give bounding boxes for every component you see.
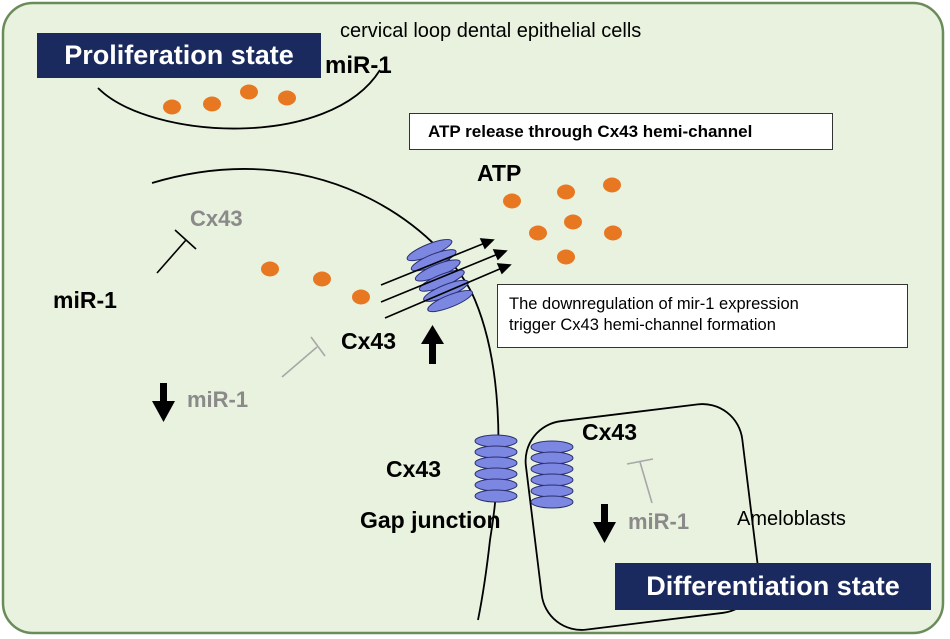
atp-dot <box>564 214 582 230</box>
atp-dot <box>240 84 258 100</box>
channel-subunit <box>530 473 574 487</box>
atp-dot <box>203 96 221 112</box>
atp-release-arrows <box>380 238 512 319</box>
inhibition-ameloblast <box>626 458 654 504</box>
atp-dot <box>278 90 296 106</box>
proliferation-state-label: Proliferation state <box>64 40 294 70</box>
ameloblasts-label: Ameloblasts <box>737 508 846 530</box>
channel-subunit <box>474 478 518 492</box>
atp-dot <box>604 225 622 241</box>
downregulation-note: The downregulation of mir-1 expression t… <box>497 284 908 348</box>
channel-subunit <box>474 445 518 459</box>
mir1-down-label: miR-1 <box>187 387 249 412</box>
mir1-ameloblast-label: miR-1 <box>628 509 690 534</box>
cx43-gap-label: Cx43 <box>386 456 441 482</box>
atp-dot <box>557 184 575 200</box>
channel-subunit <box>474 456 518 470</box>
cx43-inhibited-label: Cx43 <box>190 206 243 231</box>
mir1-top-label: miR-1 <box>325 52 392 79</box>
atp-dots-intracellular <box>261 261 370 305</box>
downregulation-line-1: The downregulation of mir-1 expression <box>509 295 799 313</box>
proliferation-cell-membrane <box>97 69 381 130</box>
channel-subunit <box>474 489 518 503</box>
atp-dot <box>261 261 279 277</box>
atp-dot <box>313 271 331 287</box>
channel-subunit <box>474 467 518 481</box>
atp-dot <box>529 225 547 241</box>
channel-subunit <box>530 484 574 498</box>
channel-subunit <box>427 289 473 313</box>
cx43-ameloblast-label: Cx43 <box>582 419 637 445</box>
atp-release-text: ATP release through Cx43 hemi-channel <box>428 121 753 141</box>
channel-subunit <box>474 434 518 448</box>
atp-dot <box>557 249 575 265</box>
down-arrow-icon <box>152 383 175 422</box>
atp-dot <box>603 177 621 193</box>
channel-subunit <box>530 440 574 454</box>
atp-dot <box>503 193 521 209</box>
atp-dot <box>352 289 370 305</box>
atp-label: ATP <box>477 160 522 186</box>
cervical-loop-label: cervical loop dental epithelial cells <box>340 20 642 42</box>
atp-release-note: ATP release through Cx43 hemi-channel <box>409 113 833 150</box>
gap-junction-right-stack <box>530 440 574 509</box>
mir1-left-label: miR-1 <box>53 287 117 313</box>
atp-dot <box>163 99 181 115</box>
epithelial-cell-membrane <box>151 168 500 621</box>
proliferation-state-box: Proliferation state <box>37 33 321 78</box>
differentiation-state-box: Differentiation state <box>615 563 931 610</box>
atp-dots-released <box>503 177 622 265</box>
inhibition-mir1-cx43 <box>156 229 197 274</box>
inhibition-mir1-down <box>281 336 326 378</box>
channel-subunit <box>530 495 574 509</box>
atp-dots-proliferation <box>163 84 296 115</box>
channel-subunit <box>530 451 574 465</box>
gap-junction-label: Gap junction <box>360 507 501 533</box>
gap-junction-left-stack <box>474 434 518 503</box>
channel-subunit <box>530 462 574 476</box>
downregulation-line-2: trigger Cx43 hemi-channel formation <box>509 316 776 334</box>
ameloblast-cell <box>524 403 760 631</box>
down-arrow-icon <box>593 504 616 543</box>
up-arrow-icon <box>421 325 444 364</box>
cx43-hemichannel <box>406 238 473 313</box>
differentiation-state-label: Differentiation state <box>646 571 900 601</box>
cx43-hemichannel-label: Cx43 <box>341 328 396 354</box>
